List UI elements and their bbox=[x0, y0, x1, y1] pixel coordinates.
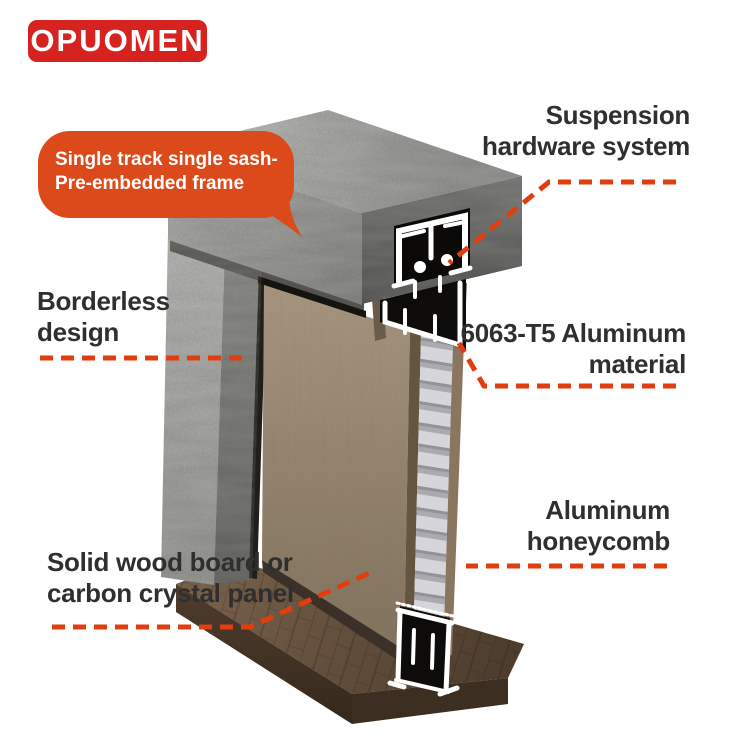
door-bottom-shadow bbox=[262, 560, 405, 665]
honeycomb-core bbox=[413, 334, 453, 657]
floor-front-face-left bbox=[176, 584, 352, 724]
rear-veneer-strip bbox=[443, 341, 464, 657]
label-suspension-hardware: Suspension hardware system bbox=[482, 100, 690, 161]
label-aluminum-honeycomb: Aluminum honeycomb bbox=[526, 495, 671, 556]
leader-suspension bbox=[447, 179, 676, 265]
label-panel-material: Solid wood board or carbon crystal panel bbox=[47, 547, 294, 608]
bottom-rail bbox=[387, 601, 460, 697]
leader-aluminum-material bbox=[456, 341, 676, 389]
brand-logo-text: OPUOMEN bbox=[30, 23, 205, 58]
callout-bubble: Single track single sash- Pre-embedded f… bbox=[38, 131, 303, 238]
front-veneer-strip bbox=[404, 331, 421, 653]
leader-panel bbox=[52, 568, 376, 630]
label-borderless-design: Borderless design bbox=[37, 286, 170, 347]
label-aluminum-material: 6063-T5 Aluminum material bbox=[460, 318, 687, 379]
bottom-rail-cavity bbox=[396, 606, 450, 694]
roller-left bbox=[414, 261, 426, 273]
leader-lines bbox=[40, 179, 676, 630]
callout-bubble-tail bbox=[243, 193, 303, 238]
suspension-track bbox=[380, 208, 473, 350]
door-top-rail-cavity bbox=[380, 279, 466, 350]
callout-line2: Pre-embedded frame bbox=[55, 173, 245, 194]
callout-line1: Single track single sash- bbox=[55, 149, 278, 170]
lintel-top-slot bbox=[258, 276, 366, 318]
brand-logo: OPUOMEN bbox=[28, 20, 207, 62]
floor-front-face-right bbox=[352, 678, 508, 724]
